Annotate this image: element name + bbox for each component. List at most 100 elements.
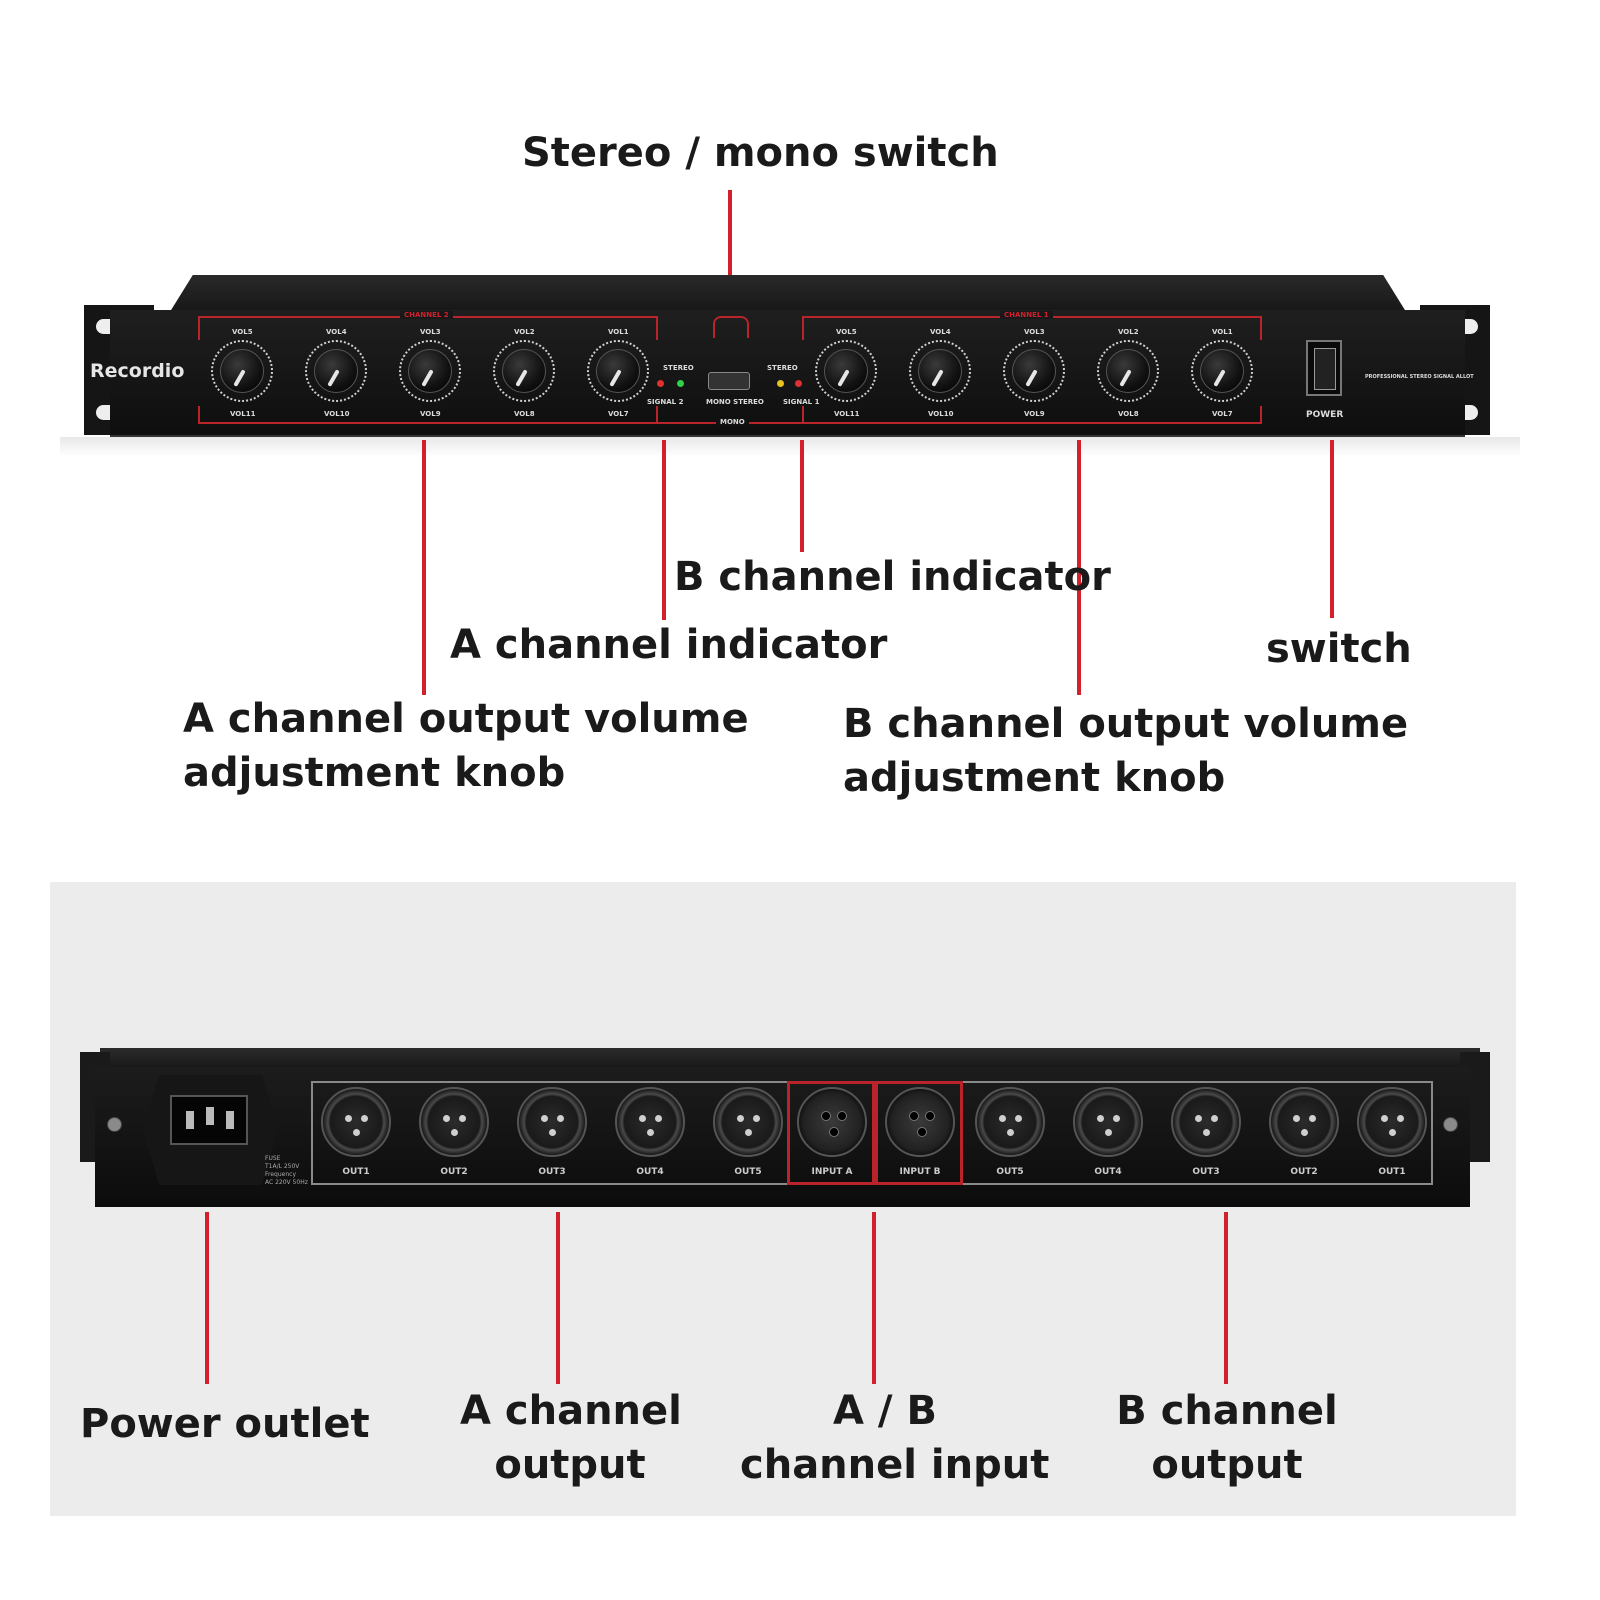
fuse-text: FUSE: [265, 1155, 281, 1162]
stereo-mono-toggle-switch[interactable]: [708, 372, 750, 390]
jack-label: OUT4: [1094, 1167, 1122, 1177]
input-b-highlight: [875, 1081, 963, 1185]
callout-b-output-line1: B channel: [1116, 1388, 1338, 1434]
knob-bottom-label: VOL9: [1024, 410, 1045, 418]
leader-switch: [1330, 440, 1334, 618]
callout-a-channel-output: A channel output: [460, 1384, 682, 1492]
mono-stereo-switch-label: MONO STEREO: [706, 398, 764, 406]
b-channel-indicator-red-led: [795, 380, 802, 387]
a-channel-volume-knob-2[interactable]: [305, 340, 367, 402]
knob-top-label: VOL2: [1118, 328, 1139, 336]
b-channel-volume-knob-4[interactable]: [1097, 340, 1159, 402]
rear-screw: [1443, 1117, 1458, 1132]
front-shadow: [60, 437, 1520, 457]
input-b-jack[interactable]: [885, 1087, 955, 1157]
callout-a-channel-indicator: A channel indicator: [450, 622, 888, 668]
signal-1-label: SIGNAL 1: [783, 398, 820, 406]
fuse-text: AC 220V 50Hz: [265, 1179, 308, 1186]
a-channel-volume-knob-3[interactable]: [399, 340, 461, 402]
fuse-text: Frequency: [265, 1171, 296, 1178]
signal-2-label: SIGNAL 2: [647, 398, 684, 406]
knob-bottom-label: VOL11: [230, 410, 256, 418]
a-channel-output-jack-4[interactable]: [615, 1087, 685, 1157]
jack-label: OUT3: [1192, 1167, 1220, 1177]
callout-switch: switch: [1266, 626, 1412, 672]
callout-power-outlet: Power outlet: [80, 1401, 370, 1447]
a-channel-output-jack-2[interactable]: [419, 1087, 489, 1157]
knob-top-label: VOL1: [1212, 328, 1233, 336]
leader-b-output: [1224, 1212, 1228, 1384]
callout-b-knob-line2: adjustment knob: [843, 755, 1226, 801]
knob-top-label: VOL3: [1024, 328, 1045, 336]
model-text: PROFESSIONAL STEREO SIGNAL ALLOT: [1365, 374, 1474, 380]
knob-bottom-label: VOL7: [608, 410, 629, 418]
stereo-label-left: STEREO: [663, 364, 694, 372]
jack-label: OUT2: [440, 1167, 468, 1177]
b-channel-output-jack-5[interactable]: [975, 1087, 1045, 1157]
mono-label: MONO: [716, 418, 749, 426]
channel-1-label: CHANNEL 1: [1000, 311, 1053, 319]
knob-bottom-label: VOL10: [928, 410, 954, 418]
mono-switch-bracket: [713, 316, 749, 338]
b-channel-output-jack-2[interactable]: [1269, 1087, 1339, 1157]
front-chassis-top: [168, 275, 1408, 315]
input-a-jack[interactable]: [797, 1087, 867, 1157]
input-a-highlight: [787, 1081, 875, 1185]
knob-bottom-label: VOL8: [1118, 410, 1139, 418]
leader-b-indicator: [800, 440, 804, 552]
leader-a-knob: [422, 440, 426, 695]
jack-label: OUT4: [636, 1167, 664, 1177]
jack-label: OUT2: [1290, 1167, 1318, 1177]
leader-ab-input: [872, 1212, 876, 1384]
power-outlet-socket[interactable]: [170, 1095, 248, 1145]
a-channel-volume-knob-1[interactable]: [211, 340, 273, 402]
b-channel-output-jack-1[interactable]: [1357, 1087, 1427, 1157]
leader-power-outlet: [205, 1212, 209, 1384]
jack-label: OUT1: [342, 1167, 370, 1177]
rear-faceplate: FUSE T1A/L 250V Frequency AC 220V 50Hz O…: [95, 1067, 1470, 1207]
b-channel-volume-knob-1[interactable]: [815, 340, 877, 402]
callout-b-channel-output: B channel output: [1112, 1384, 1342, 1492]
b-channel-volume-knob-3[interactable]: [1003, 340, 1065, 402]
power-switch[interactable]: [1306, 340, 1342, 396]
power-rocker: [1314, 348, 1336, 390]
b-channel-indicator-yellow-led: [777, 380, 784, 387]
a-channel-output-jack-5[interactable]: [713, 1087, 783, 1157]
knob-top-label: VOL4: [930, 328, 951, 336]
callout-a-knob-line2: adjustment knob: [183, 750, 566, 796]
knob-bottom-label: VOL11: [834, 410, 860, 418]
a-channel-output-jack-3[interactable]: [517, 1087, 587, 1157]
a-channel-indicator-red-led: [657, 380, 664, 387]
b-channel-output-jack-4[interactable]: [1073, 1087, 1143, 1157]
rear-chassis-top: [100, 1048, 1480, 1070]
front-faceplate: Recordio CHANNEL 2 CHANNEL 1 MONO VOL5 V…: [90, 310, 1474, 437]
power-label: POWER: [1306, 410, 1344, 420]
leader-b-knob: [1077, 440, 1081, 695]
b-channel-volume-knob-2[interactable]: [909, 340, 971, 402]
rear-screw: [107, 1117, 122, 1132]
a-channel-volume-knob-5[interactable]: [587, 340, 649, 402]
callout-b-channel-indicator: B channel indicator: [674, 554, 1111, 600]
b-channel-volume-knob-5[interactable]: [1191, 340, 1253, 402]
knob-bottom-label: VOL8: [514, 410, 535, 418]
knob-top-label: VOL5: [836, 328, 857, 336]
rear-panel-section: FUSE T1A/L 250V Frequency AC 220V 50Hz O…: [50, 882, 1516, 1516]
a-channel-output-jack-1[interactable]: [321, 1087, 391, 1157]
fuse-text-block: FUSE T1A/L 250V Frequency AC 220V 50Hz: [265, 1155, 308, 1187]
b-channel-output-jack-3[interactable]: [1171, 1087, 1241, 1157]
callout-ab-input-line1: A / B: [833, 1388, 937, 1434]
leader-a-output: [556, 1212, 560, 1384]
knob-bottom-label: VOL10: [324, 410, 350, 418]
jack-label: OUT5: [734, 1167, 762, 1177]
channel-2-label: CHANNEL 2: [400, 311, 453, 319]
jack-label: INPUT B: [899, 1167, 941, 1177]
knob-top-label: VOL1: [608, 328, 629, 336]
fuse-text: T1A/L 250V: [265, 1163, 300, 1170]
knob-top-label: VOL5: [232, 328, 253, 336]
knob-bottom-label: VOL7: [1212, 410, 1233, 418]
knob-top-label: VOL3: [420, 328, 441, 336]
callout-a-output-line1: A channel: [460, 1388, 682, 1434]
callout-a-knob-line1: A channel output volume: [183, 696, 749, 742]
a-channel-volume-knob-4[interactable]: [493, 340, 555, 402]
jack-label: OUT1: [1378, 1167, 1406, 1177]
